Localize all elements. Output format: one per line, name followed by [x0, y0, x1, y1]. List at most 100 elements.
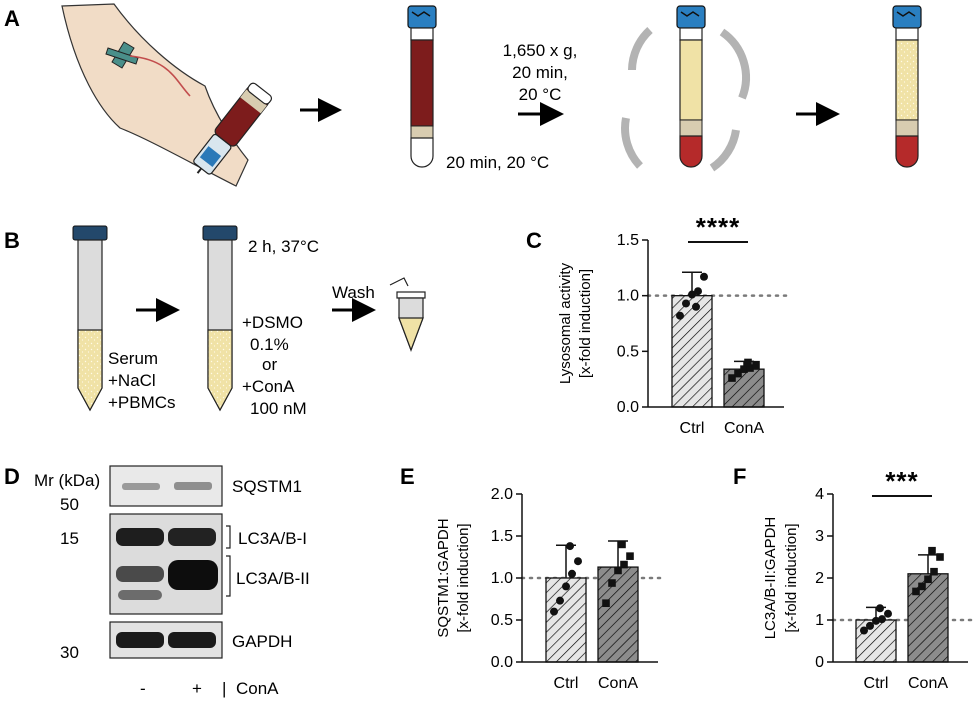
f-point-cona	[912, 587, 920, 596]
panel-b: B Serum +NaCl +PBMCs 2 h, 37°C +DSMO 0.1…	[4, 225, 426, 418]
c-ytick-label: 1.0	[617, 288, 639, 305]
panel-label-b: B	[4, 228, 20, 253]
whole-blood-tube-icon	[407, 5, 437, 168]
c-ytick-label: 0.5	[617, 343, 639, 360]
f-xtick-ctrl: Ctrl	[864, 675, 889, 692]
c-point-ctrl	[692, 302, 700, 311]
mr-label: Mr (kDa)	[34, 471, 100, 490]
c-point-cona	[728, 374, 736, 382]
incubation-b-label: 2 h, 37°C	[248, 237, 319, 256]
blood-draw-tube-icon	[193, 82, 273, 175]
e-xtick-ctrl: Ctrl	[554, 675, 579, 692]
f-point-cona	[936, 553, 944, 561]
e-point-cona	[608, 579, 616, 587]
f-ytick-label: 0	[815, 654, 824, 671]
separated-tube-icon	[676, 5, 706, 168]
e-ytick-label: 2.0	[491, 486, 513, 503]
tube1-line-1: Serum	[108, 349, 158, 368]
f-point-ctrl	[866, 621, 874, 630]
c-point-cona	[746, 364, 754, 372]
tube1-line-3: +PBMCs	[108, 393, 176, 412]
c-ylabel-line-1: Lysosomal activity	[557, 262, 574, 384]
f-ytick-label: 4	[815, 486, 824, 503]
f-point-ctrl	[860, 626, 868, 635]
tube2-line-4: +ConA	[242, 377, 295, 396]
centrifuge-rotation-icon	[628, 27, 653, 71]
f-point-cona	[930, 567, 938, 576]
band-lc3-i-ctrl	[116, 528, 164, 546]
e-bar-cona	[597, 566, 639, 663]
tube2-line-3: or	[262, 355, 277, 374]
centrifuge-rotation-bottom-icon	[709, 129, 740, 172]
panel-d: D Mr (kDa) 50 15 30 SQSTM1 LC3A/B-I LC3A…	[4, 464, 310, 698]
f-ytick-label: 1	[815, 612, 824, 629]
eppendorf-tube-icon	[389, 277, 426, 352]
e-ytick-label: 1.5	[491, 528, 513, 545]
lane-separator: |	[222, 679, 226, 698]
e-ylabel-line-2: [x-fold induction]	[455, 523, 472, 632]
c-point-cona	[740, 365, 748, 373]
butterfly-needle-icon	[105, 41, 191, 97]
bracket-lc3-i	[226, 525, 231, 549]
f-ytick-label: 2	[815, 570, 824, 587]
panel-a: A 20 min, 20 °C 1,650 x	[4, 3, 922, 187]
f-bar-cona	[907, 573, 949, 663]
e-point-cona	[614, 566, 622, 575]
f-ytick-label: 3	[815, 528, 824, 545]
band-gapdh-ctrl	[116, 632, 164, 648]
centrifuge-line-1: 1,650 x g,	[503, 41, 578, 60]
f-point-cona	[918, 582, 926, 591]
band-gapdh-cona	[168, 632, 216, 648]
e-bar-ctrl	[545, 577, 587, 663]
c-ytick-label: 1.5	[617, 232, 639, 249]
band-label-lc3-ii: LC3A/B-II	[236, 569, 310, 588]
lane-treatment: ConA	[236, 679, 279, 698]
bracket-lc3-ii	[226, 555, 231, 597]
f-point-ctrl	[872, 616, 880, 625]
f-point-ctrl	[884, 609, 892, 618]
e-ytick-label: 1.0	[491, 570, 513, 587]
band-sqstm1-ctrl	[122, 483, 160, 490]
e-point-ctrl	[562, 582, 570, 591]
wash-label: Wash	[332, 283, 375, 302]
e-point-ctrl	[574, 557, 582, 566]
centrifuge-rotation-right-icon	[719, 28, 750, 100]
marker-50: 50	[60, 495, 79, 514]
lane-minus: -	[140, 679, 146, 698]
f-point-ctrl	[878, 615, 886, 624]
c-point-cona	[734, 369, 742, 378]
c-ylabel-line-2: [x-fold induction]	[577, 269, 594, 378]
tube2-line-2: 0.1%	[250, 335, 289, 354]
centrifuge-rotation-left-icon	[621, 117, 644, 169]
panel-label-a: A	[4, 6, 20, 31]
f-point-ctrl	[876, 604, 884, 613]
serum-tube-icon	[72, 225, 108, 412]
incubation-label: 20 min, 20 °C	[446, 153, 549, 172]
band-lc3-ii-ctrl	[116, 566, 164, 582]
e-point-cona	[602, 599, 610, 607]
marker-15: 15	[60, 529, 79, 548]
c-point-ctrl	[682, 299, 690, 308]
f-significance-stars: ***	[885, 466, 918, 496]
e-point-ctrl	[550, 607, 558, 616]
centrifuge-line-2: 20 min,	[512, 63, 568, 82]
centrifuge-line-3: 20 °C	[519, 85, 562, 104]
e-xtick-cona: ConA	[598, 675, 638, 692]
panel-label-f: F	[733, 464, 746, 489]
band-lc3-i-cona	[168, 528, 216, 546]
panel-label-d: D	[4, 464, 20, 489]
band-lc3-lower-ctrl	[118, 590, 162, 600]
c-xtick-cona: ConA	[724, 420, 764, 437]
e-point-cona	[620, 560, 628, 569]
tube2-line-1: +DSMO	[242, 313, 303, 332]
band-label-gapdh: GAPDH	[232, 632, 292, 651]
band-label-sqstm1: SQSTM1	[232, 477, 302, 496]
treated-tube-icon	[202, 225, 238, 412]
lane-plus: +	[192, 679, 202, 698]
c-xtick-ctrl: Ctrl	[680, 420, 705, 437]
plasma-tube-icon	[892, 5, 922, 168]
